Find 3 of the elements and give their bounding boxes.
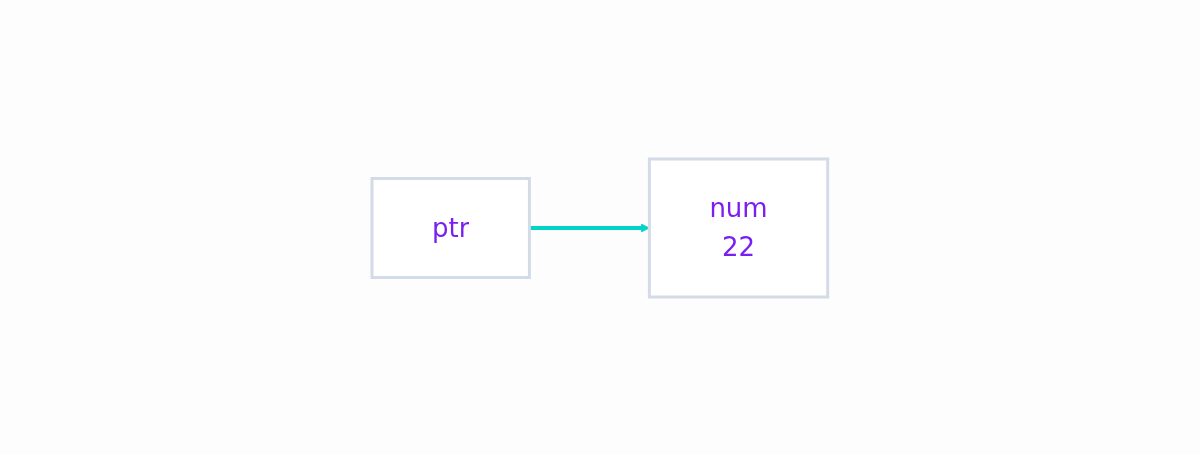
node-box: ptr — [370, 176, 532, 279]
node-box: num 22 — [648, 157, 830, 298]
arrow — [529, 223, 650, 232]
